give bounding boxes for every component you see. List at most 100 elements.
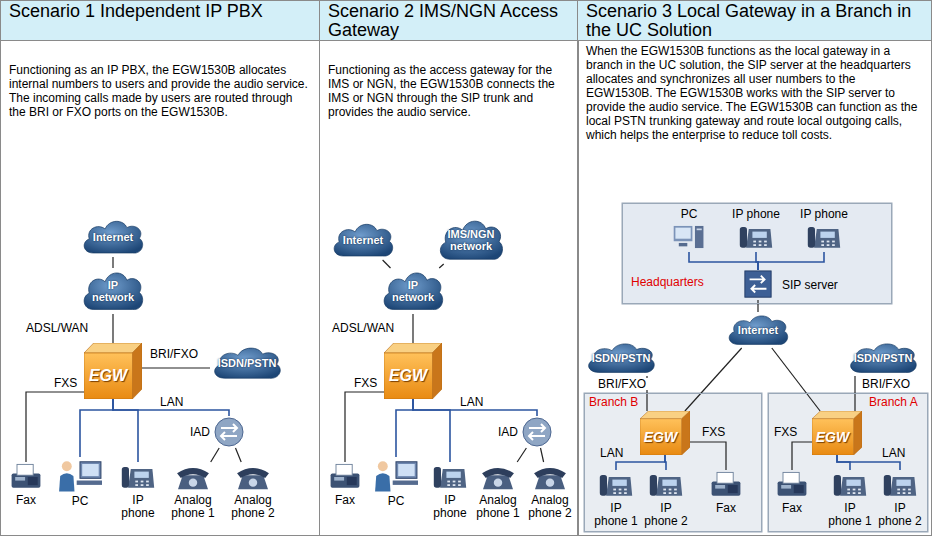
ipphone-icon-part	[606, 477, 632, 496]
connector	[792, 442, 812, 470]
egw-gateway: EGW	[84, 343, 142, 399]
fax-device: Fax	[4, 462, 48, 507]
egw-box-shape-part	[84, 343, 142, 353]
cloud-shape-part	[589, 344, 655, 373]
device-label: IP phone 1	[828, 502, 872, 528]
pc-icon-part	[82, 464, 99, 476]
lan-label: LAN	[598, 447, 625, 459]
ipphone-icon-part	[821, 241, 824, 243]
ipphone-icon-part	[897, 489, 900, 491]
ipphone-icon-part	[135, 481, 138, 483]
scenario-panel: Scenario 1 Independent IP PBXFunctioning…	[0, 0, 320, 536]
ipphone-device: IP phone	[796, 208, 852, 252]
connector	[345, 392, 384, 462]
pc-icon-part	[398, 464, 415, 476]
connector	[689, 252, 758, 270]
ipphone-icon-part	[624, 492, 627, 494]
scenario-heading: Scenario 1 Independent IP PBX	[1, 1, 319, 41]
fax-device: Fax	[772, 470, 812, 515]
pc-icon-part	[378, 461, 388, 471]
ipphone-icon	[598, 470, 634, 500]
site-region: Branch BEGWIP phone 1IP phone 2Fax	[584, 393, 762, 532]
ipphone-icon-part	[903, 492, 906, 494]
fax-icon-part	[28, 477, 38, 485]
fax-icon-part	[781, 485, 791, 489]
device-label: Fax	[772, 502, 812, 515]
ipphone-device: IP phone	[428, 462, 472, 520]
ipphone-icon-part	[764, 241, 767, 243]
device-label: IAD	[190, 426, 210, 439]
connector	[685, 348, 742, 411]
network-cloud: IMS/NGN network	[436, 216, 506, 264]
cloud-shape-part	[334, 224, 393, 256]
analog-icon-part	[178, 475, 208, 489]
egw-box-shape-part	[682, 411, 690, 455]
hqpc-icon-part	[695, 226, 704, 248]
site-region: Branch AEGWFaxIP phone 1IP phone 2	[768, 393, 928, 532]
cloud-shape-part	[729, 316, 788, 345]
scenario-description: Functioning as an IP PBX, the EGW1530B a…	[1, 41, 319, 119]
ipphone-icon-part	[746, 229, 772, 248]
ipphone-icon-part	[753, 241, 756, 243]
cloud-shape-part	[440, 221, 502, 259]
device-label: Fax	[4, 494, 48, 507]
hqpc-icon-part	[675, 228, 690, 239]
ipphone-icon	[432, 462, 468, 492]
ipphone-icon-part	[896, 480, 910, 486]
pc-icon-part	[77, 481, 102, 485]
ipphone-icon-part	[858, 489, 861, 491]
ipphone-icon	[832, 470, 868, 500]
cloud-label: Internet	[732, 324, 784, 336]
analog-icon	[173, 462, 213, 492]
scenario-panel: Scenario 3 Local Gateway in a Branch in …	[577, 0, 932, 536]
network-cloud: Internet	[330, 220, 396, 260]
device-label: PC	[370, 495, 422, 508]
ipphone-icon-part	[827, 244, 830, 246]
device-label: Analog phone 1	[166, 494, 220, 520]
connector	[236, 448, 242, 462]
analog-icon-part	[482, 468, 514, 478]
analog-icon-part	[249, 478, 257, 486]
analog-icon-part	[535, 475, 565, 489]
device-label: IAD	[498, 426, 518, 439]
device-label: IP phone	[796, 208, 852, 221]
ipphone-icon-part	[135, 484, 138, 486]
ipphone-icon-part	[446, 472, 460, 478]
pc-icon-part	[59, 473, 74, 491]
connector	[211, 448, 220, 462]
connector	[113, 399, 138, 462]
network-cloud: ISDN/PSTN	[846, 340, 920, 376]
analog-icon-part	[238, 475, 268, 489]
ipphone-icon	[648, 470, 684, 500]
edge-label: FXS	[52, 377, 79, 389]
edge-label: FXS	[772, 426, 799, 438]
fax-icon	[708, 470, 744, 500]
ipphone-device: IP phone 1	[594, 470, 638, 528]
ipphone-icon-part	[890, 477, 916, 496]
pc-icon-part	[62, 461, 72, 471]
device-label: PC	[54, 495, 106, 508]
egw-box-shape-part	[84, 353, 132, 399]
ipphone-icon-part	[613, 492, 616, 494]
pc-icon-part	[375, 473, 390, 491]
iad-icon-part	[523, 418, 551, 446]
ipphone-icon-part	[447, 481, 450, 483]
egw-box-shape-part	[640, 411, 690, 419]
ipphone-icon-part	[814, 229, 840, 248]
connector	[772, 348, 820, 411]
hqpc-icon-part	[679, 243, 688, 246]
fax-icon-part	[728, 485, 738, 493]
edge-label: FXS	[700, 426, 727, 438]
ipphone-icon-part	[832, 244, 835, 246]
ipphone-icon-part	[847, 489, 850, 491]
ipphone-icon-part	[834, 475, 841, 496]
pc-icon	[374, 457, 418, 493]
hqpc-device: PC	[668, 208, 710, 252]
fax-icon-part	[347, 477, 357, 485]
cloud-shape-part	[215, 348, 281, 378]
ipphone-icon	[806, 222, 842, 252]
ipphone-icon-part	[847, 492, 850, 494]
